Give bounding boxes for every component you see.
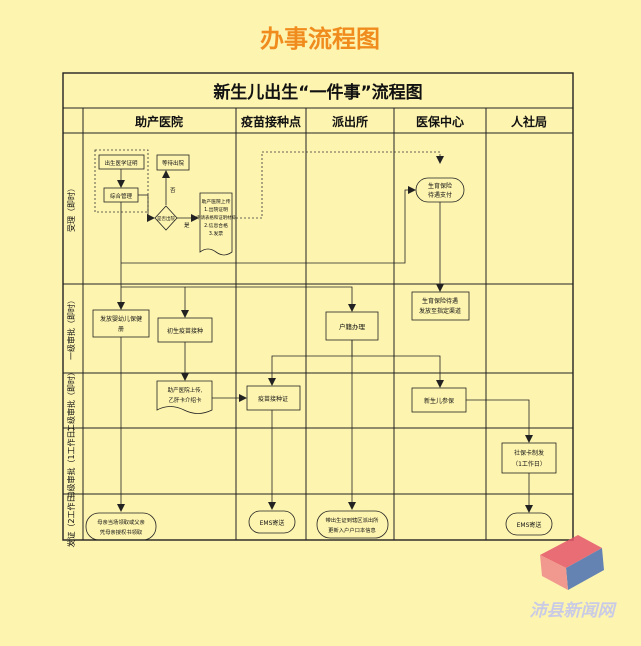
police-collect-line: 更新入户户口本信息 [328, 526, 376, 534]
upload-line: 3.发票 [209, 230, 223, 237]
integrated-mgmt-label: 综合管理 [110, 192, 133, 200]
upload-line: 申请表格和证明材料 [196, 214, 236, 221]
household-reg-label: 户籍办理 [339, 322, 366, 331]
ems2-box [505, 512, 553, 536]
insurance-pay-line: 待遇支付 [428, 191, 452, 199]
column-header: 助产医院 [135, 114, 183, 129]
vaccine-cert-box [246, 385, 301, 411]
connector [121, 186, 416, 264]
insurance-channel-line: 生育保险待遇 [422, 297, 458, 305]
social-card-line: （1工作日） [512, 460, 546, 468]
hospital-upload-document [156, 380, 213, 414]
upload-line: 助产医院上传 [202, 198, 231, 205]
birth-cert-box [98, 154, 145, 170]
decision-label: 是否出院 [157, 215, 175, 222]
watermark-text: 沛县新闻网 [530, 601, 618, 621]
child-book-line: 发放婴幼儿保健 [100, 315, 142, 323]
upload-document [199, 192, 233, 256]
police-collect-box [316, 510, 389, 539]
connector [352, 355, 444, 388]
insurance-channel-box [411, 291, 470, 321]
column-header: 人社局 [511, 114, 547, 129]
dashed-group [94, 149, 149, 213]
table-frame [62, 72, 574, 541]
decision-no-label: 否 [170, 187, 176, 194]
row-label: 发证（2工作日） [66, 486, 76, 547]
chart-title: 新生儿出生“一件事”流程图 [213, 82, 422, 103]
insurance-channel-line: 发放至指定渠道 [419, 307, 461, 315]
decision-diamond [154, 205, 178, 231]
wait-document-label: 等待出院 [162, 159, 185, 167]
upload-line: 2.信息合格 [204, 222, 228, 229]
decision-yes-label: 是 [184, 222, 190, 229]
column-header: 派出所 [332, 114, 368, 129]
vaccine-cert-label: 疫苗接种证 [258, 395, 288, 403]
dashed-connector [232, 151, 444, 219]
police-collect-line: 带出生证到辖区派出所 [326, 516, 380, 524]
wait-document-box [156, 154, 190, 171]
ems2-label: EMS寄送 [517, 521, 542, 529]
row-label: 二级审批（即时） [66, 368, 76, 432]
connector [121, 286, 356, 312]
row-label: 一级审批（即时） [66, 296, 76, 360]
first-vaccine-label: 初生疫苗接种 [167, 327, 203, 335]
row-label: 三级审批（1工作日） [66, 422, 76, 499]
page-title: 办事流程图 [260, 25, 380, 53]
row-label: 受理（即时） [66, 184, 76, 232]
parents-collect-box [85, 512, 157, 541]
social-card-line: 社保卡制发 [514, 449, 544, 457]
upload-line: 1.出院证明 [204, 206, 228, 213]
connector [466, 399, 533, 443]
parents-collect-line: 母亲当场领取或父亲 [97, 518, 145, 526]
ems1-label: EMS寄送 [260, 519, 285, 527]
hospital-upload-line: 乙肝卡介绍卡 [168, 396, 202, 404]
newborn-insured-label: 新生儿参保 [424, 397, 454, 405]
child-book-line: 册 [118, 326, 124, 333]
ems1-box [248, 510, 296, 534]
watermark-logo [540, 535, 604, 590]
hospital-upload-line: 助产医院上传, [168, 386, 203, 394]
birth-cert-label: 出生医学证明 [104, 159, 138, 167]
column-header: 疫苗接种点 [241, 114, 301, 129]
parents-collect-line: 凭母亲授权书领取 [100, 528, 143, 536]
column-header: 医保中心 [416, 114, 464, 129]
insurance-pay-line: 生育保险 [428, 182, 452, 190]
